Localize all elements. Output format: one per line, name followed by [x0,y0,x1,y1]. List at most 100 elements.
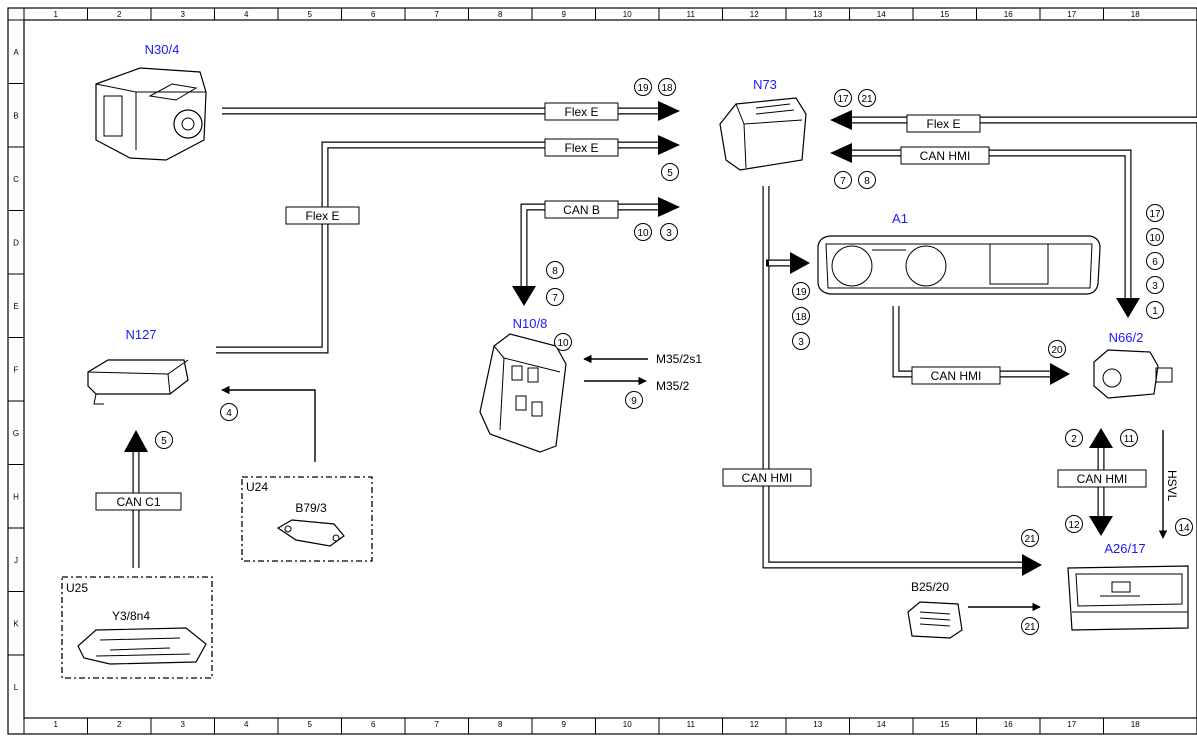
group-u24 [241,476,373,562]
circle-19a: 19 [634,78,652,96]
grid-col-label: 5 [308,10,313,19]
svg-text:10: 10 [637,228,649,239]
grid-col-label: 8 [498,10,503,19]
svg-text:8: 8 [552,266,558,277]
grid-col-label: 1 [54,720,59,729]
svg-text:5: 5 [667,168,673,179]
circle-8a: 8 [546,261,564,279]
b25-20-sensor-icon [907,601,963,639]
grid-col-label: 18 [1131,10,1140,19]
circle-21c: 21 [1021,617,1039,635]
circle-12: 12 [1065,515,1083,533]
svg-text:CAN B: CAN B [563,203,600,217]
label-a1: A1 [892,211,908,226]
grid-col-label: 2 [117,720,122,729]
svg-text:20: 20 [1051,345,1063,356]
n10-8-sam-module-icon [479,333,567,453]
n127-module-icon [87,359,189,405]
grid-col-label: 12 [750,720,759,729]
grid-col-label: 4 [244,10,249,19]
circle-4: 4 [220,403,238,421]
grid-col-label: 5 [308,720,313,729]
circle-10a: 10 [634,223,652,241]
svg-text:2: 2 [1071,434,1077,445]
inner-frame [23,19,1197,719]
svg-text:10: 10 [1149,233,1161,244]
circle-3a: 3 [660,223,678,241]
svg-text:CAN HMI: CAN HMI [1077,472,1128,486]
circle-9: 9 [625,391,643,409]
circle-18a: 18 [658,78,676,96]
circle-21a: 21 [858,89,876,107]
svg-text:Flex E: Flex E [926,117,960,131]
label-m35-2: M35/2 [656,379,690,393]
label-y3-8n4: Y3/8n4 [112,609,150,623]
circle-8b: 8 [858,171,876,189]
n66-2-camera-icon [1093,349,1173,399]
svg-text:CAN HMI: CAN HMI [742,471,793,485]
label-m35-2s1: M35/2s1 [656,352,702,366]
svg-text:10: 10 [557,338,569,349]
b79-3-sensor-icon [276,519,345,547]
grid-col-label: 13 [813,10,822,19]
grid-col-label: 3 [181,10,186,19]
label-u24: U24 [246,480,268,494]
svg-text:HSVL: HSVL [1165,470,1179,502]
grid-col-label: 16 [1004,10,1013,19]
bus-label-can-hmi-2: CAN HMI [911,366,1001,385]
circle-21b: 21 [1021,529,1039,547]
label-n10-8: N10/8 [513,316,548,331]
bus-label-flex-e-1: Flex E [544,102,619,121]
grid-row-label: H [13,492,19,501]
circle-14: 14 [1175,518,1193,536]
svg-text:5: 5 [161,436,167,447]
grid-col-label: 12 [750,10,759,19]
bus-label-flex-e-4: Flex E [906,114,981,133]
svg-text:21: 21 [1024,534,1036,545]
grid-col-label: 10 [623,720,632,729]
svg-text:11: 11 [1124,434,1135,445]
grid-row-label: A [13,48,19,57]
a1-instrument-cluster-icon [817,235,1101,295]
bus-label-flex-e-3: Flex E [285,206,360,225]
svg-text:18: 18 [795,312,807,323]
bus-label-can-hmi-3: CAN HMI [722,468,812,487]
grid-row-label: C [13,175,19,184]
circle-20: 20 [1048,340,1066,358]
grid-row-label: E [13,302,18,311]
label-n30-4: N30/4 [145,42,180,57]
grid-col-label: 7 [435,720,440,729]
circle-10c: 10 [554,333,572,351]
grid-col-label: 14 [877,720,886,729]
grid-col-label: 17 [1067,720,1076,729]
bus-label-flex-e-2: Flex E [544,138,619,157]
grid-col-label: 18 [1131,720,1140,729]
svg-text:12: 12 [1068,520,1080,531]
grid-row-label: B [13,111,18,120]
grid-col-label: 8 [498,720,503,729]
outer-frame [7,7,1197,735]
bus-can-hmi-main [762,186,1042,576]
grid-row-label: K [13,619,19,628]
grid-col-label: 9 [562,10,567,19]
bus-flex-e-right [830,110,1197,130]
a26-17-head-unit-icon [1067,565,1189,631]
svg-text:19: 19 [637,83,649,94]
circle-11: 11 [1120,429,1138,447]
y3-8n4-valve-body-icon [77,627,207,665]
circle-10b: 10 [1146,228,1164,246]
grid-col-label: 13 [813,720,822,729]
circle-5b: 5 [155,431,173,449]
bus-flex-e-second [216,135,680,354]
svg-text:3: 3 [1152,281,1158,292]
svg-text:21: 21 [1024,622,1036,633]
svg-text:Flex E: Flex E [305,209,339,223]
svg-text:6: 6 [1152,257,1158,268]
circle-3b: 3 [1146,276,1164,294]
circle-18b: 18 [792,307,810,325]
bus-label-hsvl: HSVL [1165,470,1179,502]
